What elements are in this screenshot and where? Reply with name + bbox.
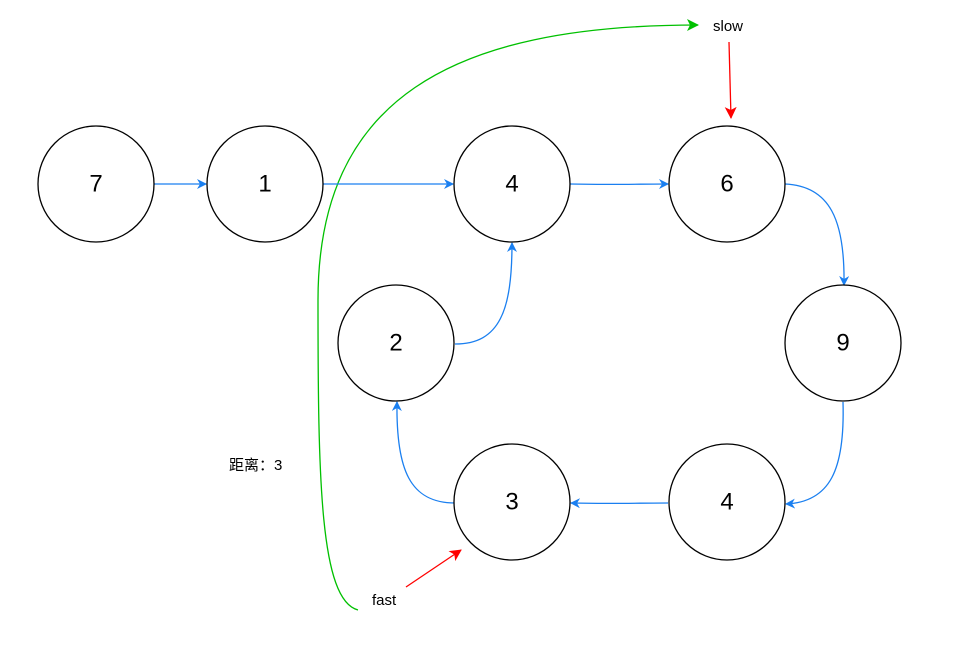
slow-pointer-arrow (724, 41, 737, 119)
edge-9-4 (785, 401, 844, 509)
slow-label: slow (713, 18, 743, 35)
edge-6-9 (784, 183, 850, 286)
svg-text:4: 4 (505, 171, 518, 198)
slow-path-curve (317, 19, 699, 611)
svg-text:1: 1 (258, 171, 271, 198)
svg-text:4: 4 (720, 489, 733, 516)
node-1: 1 (206, 125, 324, 243)
svg-text:3: 3 (505, 489, 518, 516)
fast-pointer-arrow (405, 549, 462, 588)
fast-label: fast (372, 592, 397, 609)
svg-text:2: 2 (389, 330, 402, 357)
svg-text:7: 7 (89, 171, 102, 198)
node-4-top: 4 (453, 125, 571, 243)
svg-text:6: 6 (720, 171, 733, 198)
node-7: 7 (37, 125, 155, 243)
node-4-bottom: 4 (668, 443, 786, 561)
node-3: 3 (453, 443, 571, 561)
edge-3-2 (391, 401, 456, 504)
node-2: 2 (337, 284, 455, 402)
svg-text:9: 9 (836, 330, 849, 357)
node-9: 9 (784, 284, 902, 402)
edge-2-4 (454, 242, 517, 345)
node-6: 6 (668, 125, 786, 243)
distance-label: 距离：3 (229, 457, 282, 474)
